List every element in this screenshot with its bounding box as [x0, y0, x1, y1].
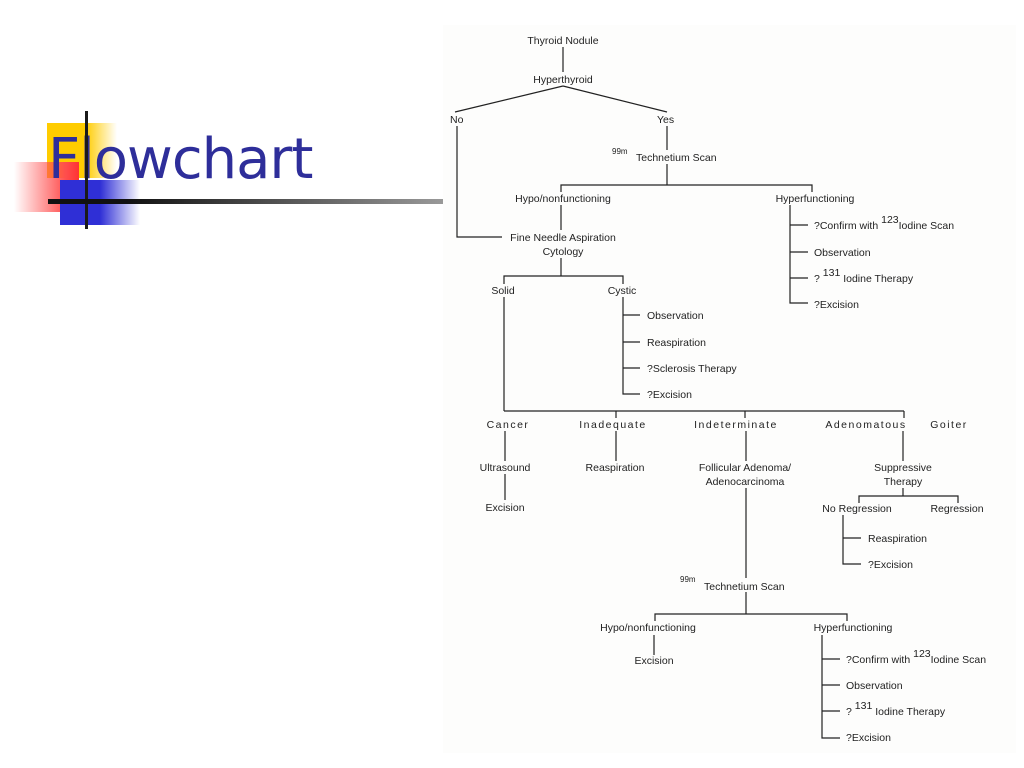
- edge-scan-branches: [560, 184, 813, 192]
- edge-hyperthyroid-yes: [562, 85, 668, 113]
- node-no: No: [450, 114, 464, 126]
- cystic-item-sclerosis: ?Sclerosis Therapy: [647, 363, 737, 375]
- node-regression: Regression: [930, 503, 983, 515]
- node-hypo1: Hypo/nonfunctioning: [515, 193, 611, 205]
- node-excision2: Excision: [634, 655, 673, 667]
- hyper2-item-iodine-therapy: ? 131 Iodine Therapy: [846, 700, 946, 718]
- edge-suppressive-branches: [858, 495, 959, 503]
- node-cancer: Cancer: [487, 419, 530, 431]
- node-ultrasound: Ultrasound: [480, 462, 531, 474]
- node-inadequate: Inadequate: [579, 419, 647, 431]
- node-scan2: Technetium Scan: [704, 581, 785, 593]
- slide-title: Flowchart: [48, 127, 313, 192]
- node-scan1-isotope: 99m: [612, 147, 628, 156]
- node-excision1: Excision: [485, 502, 524, 514]
- connectors: [454, 47, 959, 739]
- cystic-item-excision: ?Excision: [647, 389, 692, 401]
- node-reaspiration1: Reaspiration: [586, 462, 645, 474]
- node-solid: Solid: [491, 285, 515, 297]
- decorative-vertical-line: [85, 111, 88, 229]
- node-fna-line1: Fine Needle Aspiration: [510, 232, 616, 244]
- title-underline: [48, 199, 443, 204]
- node-fna-line2: Cytology: [543, 246, 585, 258]
- node-no-regression: No Regression: [822, 503, 892, 515]
- node-hyper2: Hyperfunctioning: [814, 622, 893, 634]
- node-hyper1: Hyperfunctioning: [776, 193, 855, 205]
- edge-hyper1-trunk: [789, 205, 808, 304]
- flowchart-scan: [443, 25, 1016, 753]
- hyper1-item-confirm: ?Confirm with 123Iodine Scan: [814, 214, 954, 232]
- hyper2-item-excision: ?Excision: [846, 732, 891, 744]
- edge-scan2-branches: [654, 613, 848, 621]
- hyper1-item-observation: Observation: [814, 247, 871, 259]
- node-follicular-line2: Adenocarcinoma: [706, 476, 785, 488]
- hyper1-item-excision: ?Excision: [814, 299, 859, 311]
- cystic-item-reaspiration: Reaspiration: [647, 337, 706, 349]
- node-scan2-isotope: 99m: [680, 575, 696, 584]
- hyper2-item-observation: Observation: [846, 680, 903, 692]
- node-goiter: Goiter: [930, 419, 968, 431]
- cystic-item-observation: Observation: [647, 310, 704, 322]
- node-yes: Yes: [657, 114, 674, 126]
- node-scan1: Technetium Scan: [636, 152, 717, 164]
- node-thyroid-nodule: Thyroid Nodule: [527, 35, 598, 47]
- hyper1-item-iodine-therapy: ? 131 Iodine Therapy: [814, 267, 914, 285]
- node-hypo2: Hypo/nonfunctioning: [600, 622, 696, 634]
- edge-noreg-trunk: [842, 515, 861, 565]
- node-indeterminate: Indeterminate: [694, 419, 778, 431]
- hyper2-item-confirm: ?Confirm with 123Iodine Scan: [846, 648, 986, 666]
- edge-fna-branches: [503, 275, 624, 284]
- node-cystic: Cystic: [608, 285, 637, 297]
- node-suppressive-line1: Suppressive: [874, 462, 932, 474]
- node-suppressive-line2: Therapy: [884, 476, 923, 488]
- edge-hyperthyroid-no: [454, 85, 564, 113]
- node-hyperthyroid: Hyperthyroid: [533, 74, 593, 86]
- edge-cystic-trunk: [622, 297, 640, 395]
- noreg-item-excision: ?Excision: [868, 559, 913, 571]
- noreg-item-reaspiration: Reaspiration: [868, 533, 927, 545]
- node-adenomatous: Adenomatous: [825, 419, 906, 431]
- edge-hyper2-trunk: [821, 635, 840, 739]
- edge-no-fna: [456, 126, 502, 238]
- node-follicular-line1: Follicular Adenoma/: [699, 462, 791, 474]
